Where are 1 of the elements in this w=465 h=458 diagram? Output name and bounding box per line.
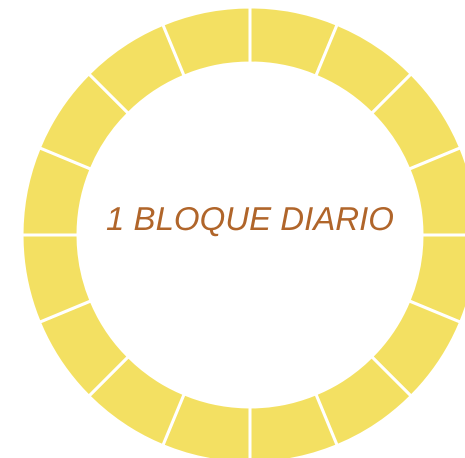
center-label: 1 BLOQUE DIARIO: [105, 199, 395, 239]
